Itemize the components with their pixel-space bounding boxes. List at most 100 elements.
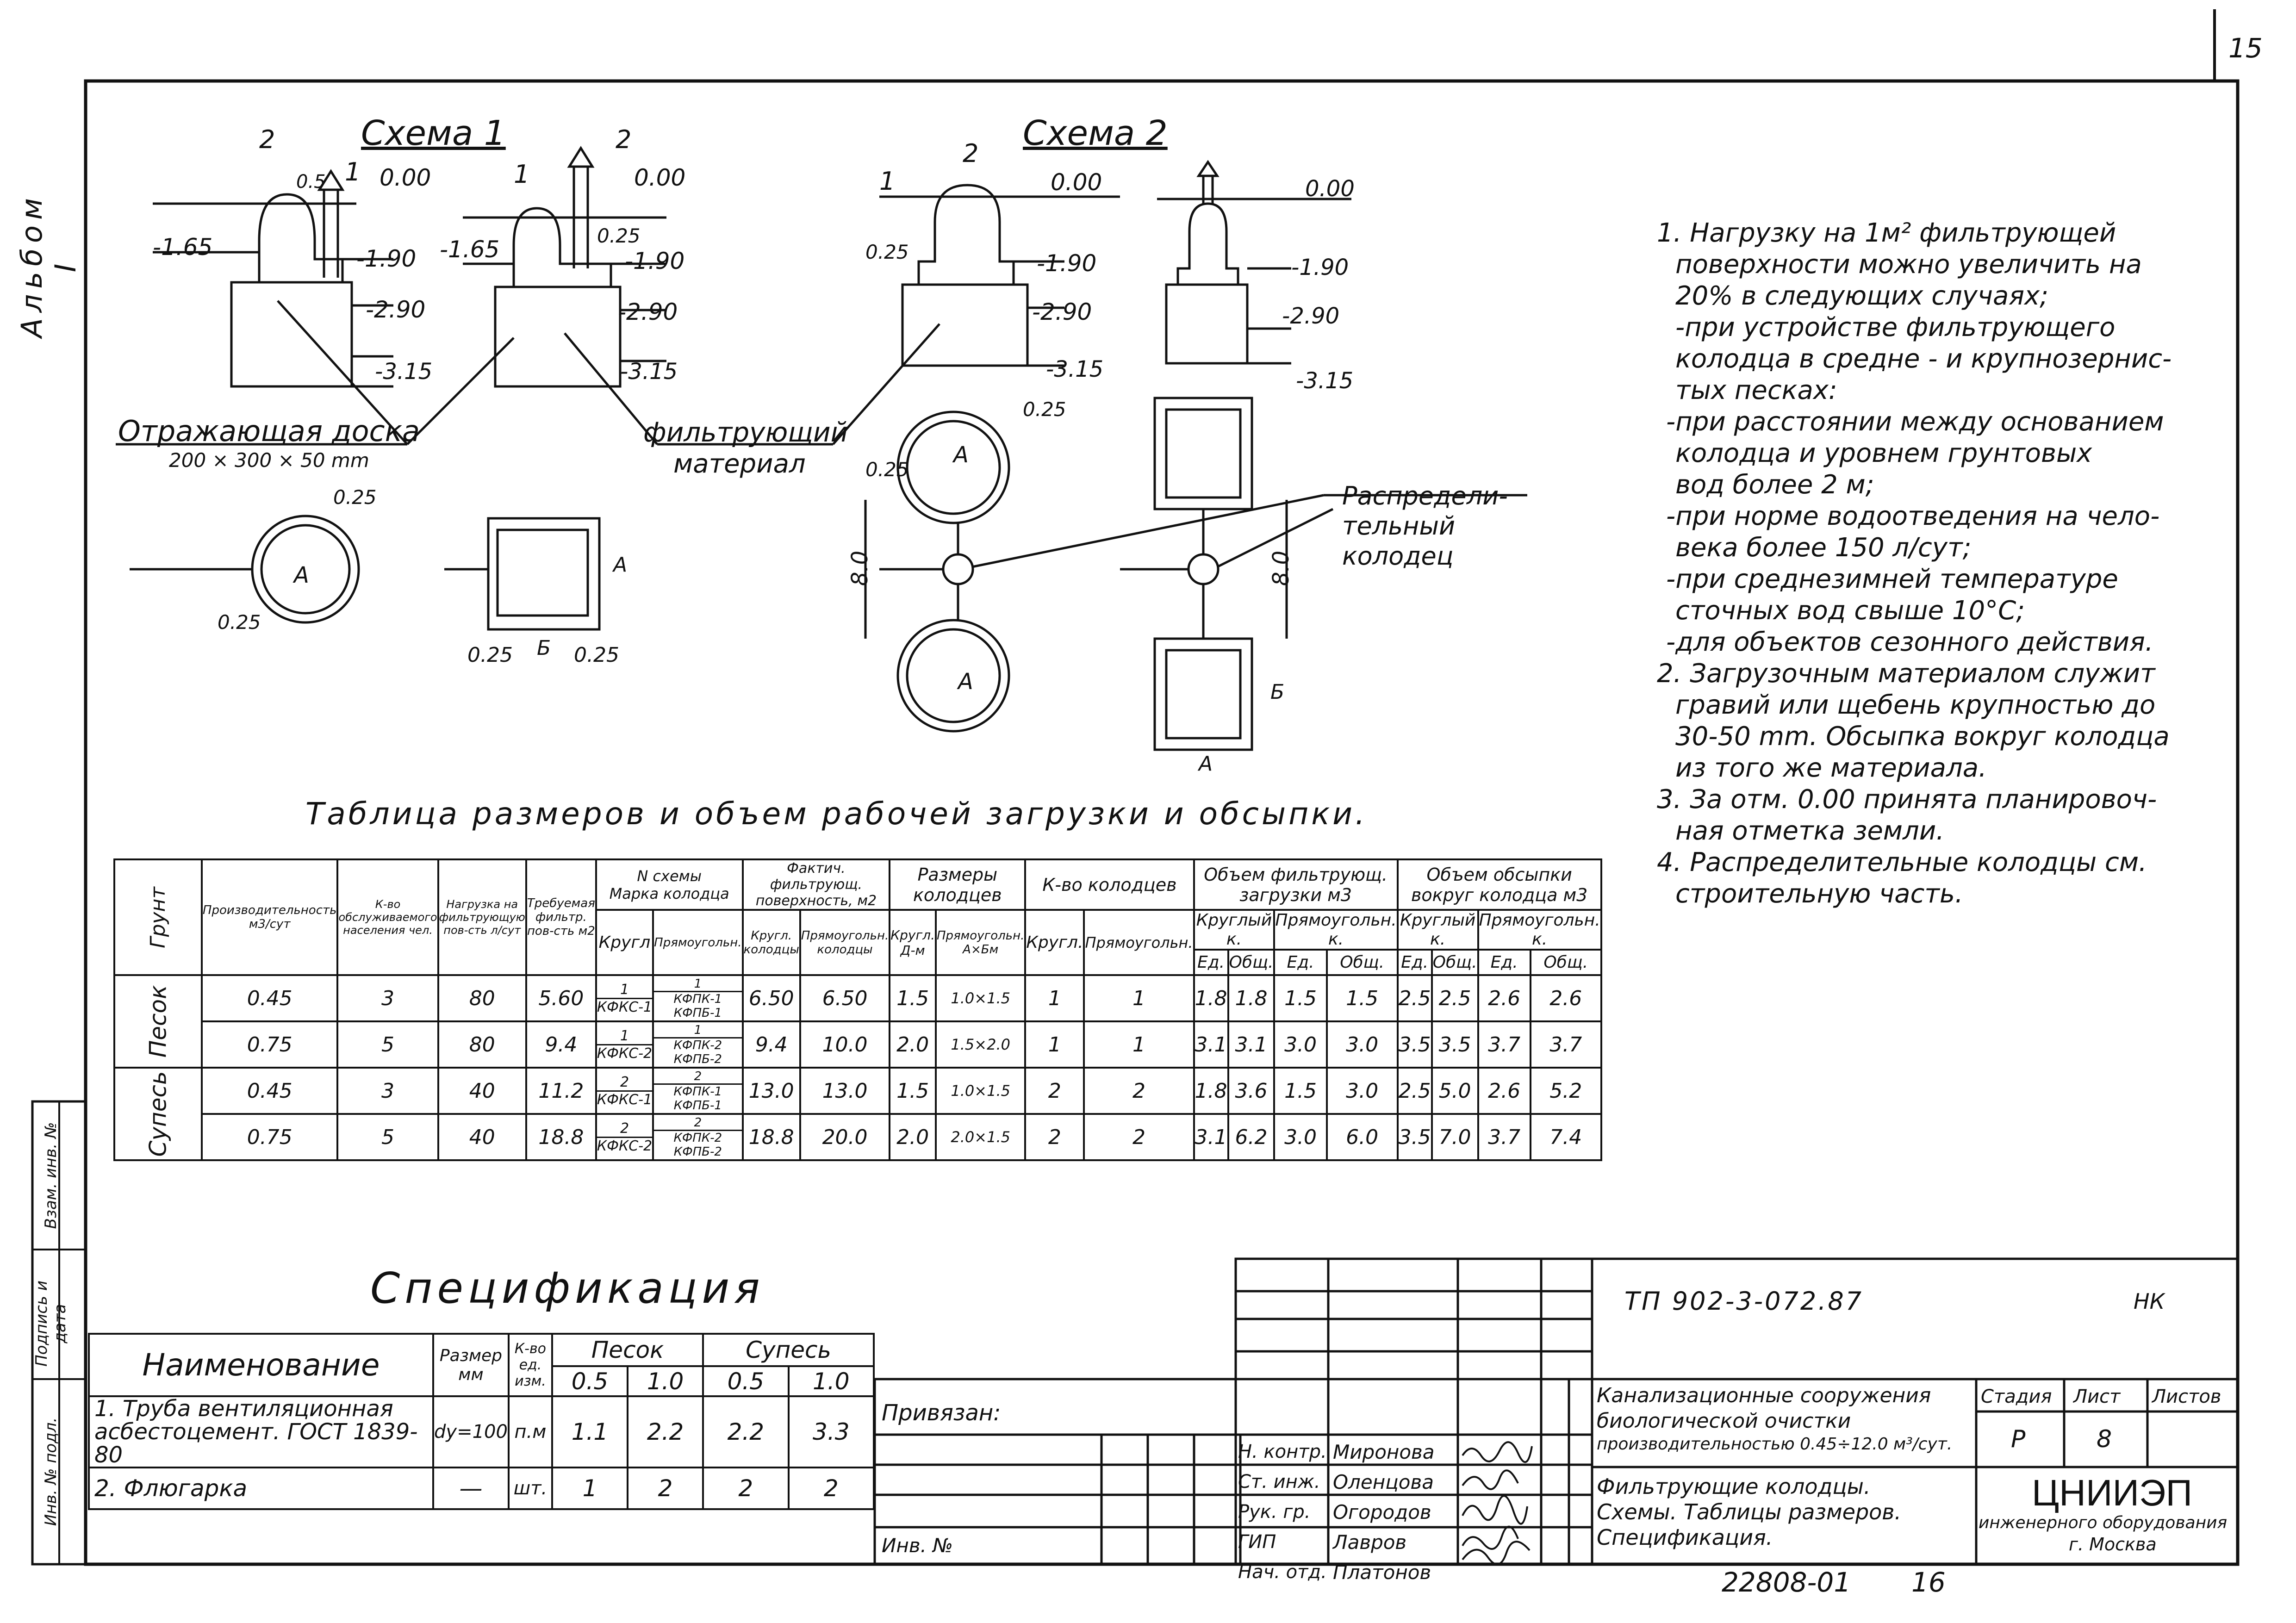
person-name: Лавров [1333, 1531, 1407, 1554]
note-line: 3. За отм. 0.00 принята планировоч- [1657, 784, 2157, 815]
stamp-stage-h: Стадия [1981, 1386, 2052, 1407]
main-table-title: Таблица размеров и объем рабочей загрузк… [305, 796, 1368, 832]
note-line: вод более 2 м; [1675, 470, 1874, 500]
table-cell: 3.1 [1227, 1020, 1276, 1069]
note-line: века более 150 л/сут; [1675, 533, 1972, 563]
table-cell: 2.6 [1529, 974, 1602, 1022]
note-line: -для объектов сезонного действия. [1666, 627, 2153, 657]
note-line: из того же материала. [1675, 753, 1987, 783]
mark-290-2: -2.90 [618, 298, 678, 325]
table-cell: 2.6 [1477, 974, 1531, 1022]
stamp-list-h: Лист [2073, 1386, 2121, 1407]
spec-val: 2 [702, 1467, 790, 1510]
h-ed: Ед. [1193, 949, 1229, 976]
stamp-org3: г. Москва [2069, 1534, 2157, 1555]
note-line: сточных вод свыше 10°С; [1675, 596, 2025, 626]
h-pryamo: Прямоугольн. [652, 909, 744, 976]
table-cell: 1.5 [889, 1067, 937, 1115]
h-ed: Ед. [1273, 949, 1328, 976]
table-cell: 5.0 [1431, 1067, 1479, 1115]
spec-val: 1.1 [551, 1395, 629, 1468]
dim-025-g: 0.25 [467, 643, 513, 667]
table-cell: 2.5 [1431, 974, 1479, 1022]
table-cell: 18.8 [525, 1113, 597, 1161]
table-cell: 3.5 [1431, 1020, 1479, 1069]
table-cell: 7.4 [1529, 1113, 1602, 1161]
scheme1-well2 [463, 146, 666, 388]
h-kvo-pr: Прямоугольн. [1083, 909, 1195, 976]
table-cell: 80 [437, 1020, 527, 1069]
table-cell: 3 [336, 974, 439, 1022]
note-line: -при устройстве фильтрующего [1675, 312, 2116, 342]
stamp-inv-no: Инв. № [882, 1534, 953, 1557]
note-line: ная отметка земли. [1675, 816, 1945, 846]
mark-290-3: -2.90 [1032, 298, 1092, 325]
dim-B-1: Б [537, 636, 551, 660]
scheme2-title: Схема 2 [1023, 113, 1168, 153]
table-cell: 1.8 [1227, 974, 1276, 1022]
table-cell: 3.1 [1193, 1020, 1229, 1069]
table-cell: 6.0 [1325, 1113, 1399, 1161]
table-cell: 3.0 [1273, 1113, 1328, 1161]
dim-A-1: А [613, 553, 628, 577]
spec-unit: шт. [507, 1467, 553, 1510]
h-kvo-kr: Кругл. [1024, 909, 1085, 976]
corner-page-number: 15 [2228, 32, 2263, 64]
plan-letter-A-2: А [953, 442, 969, 468]
stamp-stage: Р [2011, 1425, 2026, 1453]
h-obs: Объем обсыпки вокруг колодца м3 [1396, 858, 1602, 911]
spec-h-size: Размер мм [432, 1333, 510, 1397]
spec-unit: п.м [507, 1395, 553, 1468]
spec-h-05: 0.5 [702, 1365, 790, 1397]
stamp-roles: Н. контр. Ст. инж. Рук. гр. ГИП Нач. отд… [1238, 1437, 1327, 1587]
dim-025-d: 0.25 [865, 458, 909, 481]
note-line: колодца и уровнем грунтовых [1675, 438, 2092, 468]
table-cell: 1.0×1.5 [934, 1067, 1027, 1115]
h-treb: Требуемая фильтр. пов-сть м2 [525, 858, 597, 976]
spec-val: 2 [787, 1467, 875, 1510]
dim-A-2: А [1199, 752, 1213, 776]
spec-h-name: Наименование [88, 1333, 434, 1397]
bottom-page-number: 16 [1911, 1567, 1946, 1598]
h-proizv: Производительность м3/сут [200, 858, 339, 976]
note-line: 20% в следующих случаях; [1675, 281, 2049, 311]
person-name: Платонов [1333, 1561, 1431, 1584]
label-board: Отражающая доска [118, 414, 420, 448]
plans [116, 300, 1527, 751]
table-cell: 9.4 [525, 1020, 597, 1069]
table-cell: 6.50 [799, 974, 891, 1022]
scheme2-section-rect [1157, 160, 1351, 365]
bottom-doc-number: 22808-01 [1722, 1567, 1851, 1598]
spec-val: 2.2 [627, 1395, 704, 1468]
spec-val: 2 [627, 1467, 704, 1510]
table-cell: 3 [336, 1067, 439, 1115]
plan-letter-A-1: А [294, 562, 309, 588]
stamp-list: 8 [2097, 1425, 2112, 1453]
h-obsh: Общ. [1227, 949, 1276, 976]
label-board-size: 200 × 300 × 50 mm [169, 449, 369, 472]
table-cell: 3.0 [1325, 1067, 1399, 1115]
table-cell: 6.50 [741, 974, 801, 1022]
stamp-privyazan: Привязан: [882, 1400, 1001, 1426]
table-cell: 11.2 [525, 1067, 597, 1115]
h-fakt-pr: Прямоугольн. колодцы [799, 909, 891, 976]
spec-val: 3.3 [787, 1395, 875, 1468]
dim-025-a: 0.25 [597, 224, 641, 247]
dim-025-b: 0.25 [865, 241, 909, 263]
table-cell: 3.1 [1193, 1113, 1229, 1161]
table-cell: 40 [437, 1113, 527, 1161]
stamp-lists-h: Листов [2152, 1386, 2221, 1407]
table-cell: 3.7 [1477, 1113, 1531, 1161]
table-cell: 2.0×1.5 [934, 1113, 1027, 1161]
table-cell: 1.5 [1273, 974, 1328, 1022]
spec-h-05: 0.5 [551, 1365, 629, 1397]
h-fakt: Фактич. фильтрующ. поверхность, м2 [741, 858, 891, 911]
table-cell: 1.8 [1193, 974, 1229, 1022]
h-grunt: Грунт [113, 858, 203, 976]
